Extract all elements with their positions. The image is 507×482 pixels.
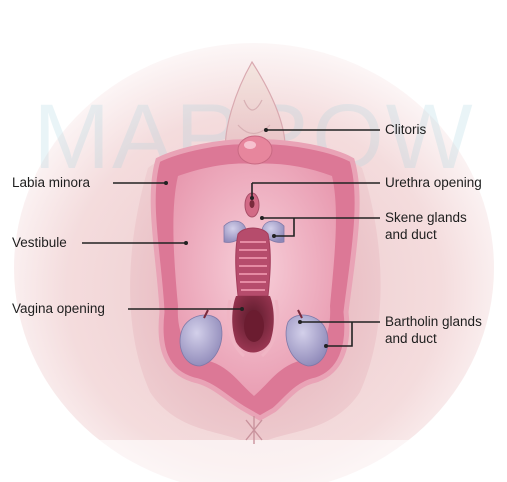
label-skene-line2: and duct [385,227,437,243]
label-labia-minora: Labia minora [12,175,90,191]
lower-fade [0,440,507,482]
vagina-inner [244,310,264,342]
label-skene-line1: Skene glands [385,210,467,226]
label-clitoris: Clitoris [385,122,426,138]
label-urethra-opening: Urethra opening [385,175,482,191]
label-bartholin-line2: and duct [385,331,437,347]
clitoris-highlight [244,141,256,149]
vaginal-rugae [236,228,271,296]
label-vestibule: Vestibule [12,235,67,251]
rugae-lines [239,242,267,290]
label-vagina-opening: Vagina opening [12,301,105,317]
clitoris-glans [238,136,272,164]
label-bartholin-line1: Bartholin glands [385,314,482,330]
urethra-hole [250,200,255,208]
